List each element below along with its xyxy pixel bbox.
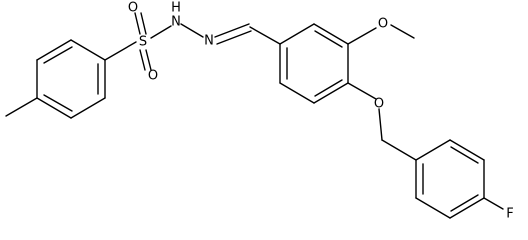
- bond: [390, 24, 415, 39]
- bond: [313, 82, 349, 104]
- oxygen-label-top: O: [128, 1, 138, 16]
- oxygen-label-methoxy: O: [378, 17, 388, 32]
- bond-layer: [5, 12, 504, 219]
- bond: [483, 197, 504, 210]
- bond: [279, 23, 315, 45]
- hydrogen-label: H: [171, 1, 181, 16]
- bond: [347, 82, 377, 100]
- bond: [216, 30, 252, 45]
- bond: [249, 26, 281, 45]
- bond: [70, 39, 106, 61]
- bond: [415, 197, 451, 219]
- bond: [145, 49, 152, 71]
- atom-label-layer: O S O H N N O O F: [128, 1, 514, 222]
- sulfur-label: S: [139, 35, 147, 50]
- bond: [279, 82, 315, 104]
- bond: [313, 23, 349, 45]
- structure-drawing: O S O H N N O O F: [5, 1, 514, 222]
- bond: [70, 97, 106, 119]
- bond: [314, 79, 343, 97]
- bond: [450, 146, 479, 164]
- bond: [180, 23, 204, 38]
- oxygen-label-bottom: O: [148, 69, 158, 84]
- bond: [449, 139, 485, 161]
- bond: [140, 12, 147, 35]
- bond: [347, 27, 377, 45]
- bond: [214, 23, 250, 38]
- nitrogen-label-nh: N: [171, 15, 181, 30]
- bond: [139, 49, 146, 71]
- bond: [449, 197, 485, 219]
- bond: [36, 39, 72, 61]
- bond: [134, 12, 141, 35]
- bond: [5, 97, 38, 117]
- bond: [104, 41, 137, 61]
- bond: [43, 94, 73, 112]
- molecule-diagram: O S O H N N O O F: [5, 1, 514, 222]
- nitrogen-label-imine: N: [204, 34, 214, 49]
- bond: [150, 25, 172, 39]
- oxygen-label-ether: O: [374, 97, 384, 112]
- bond: [36, 97, 72, 119]
- bond: [450, 194, 479, 212]
- bond: [43, 46, 73, 64]
- bond: [381, 139, 417, 161]
- bond: [415, 139, 451, 161]
- bond: [378, 108, 383, 141]
- fluorine-label: F: [506, 207, 513, 222]
- bond: [314, 30, 343, 48]
